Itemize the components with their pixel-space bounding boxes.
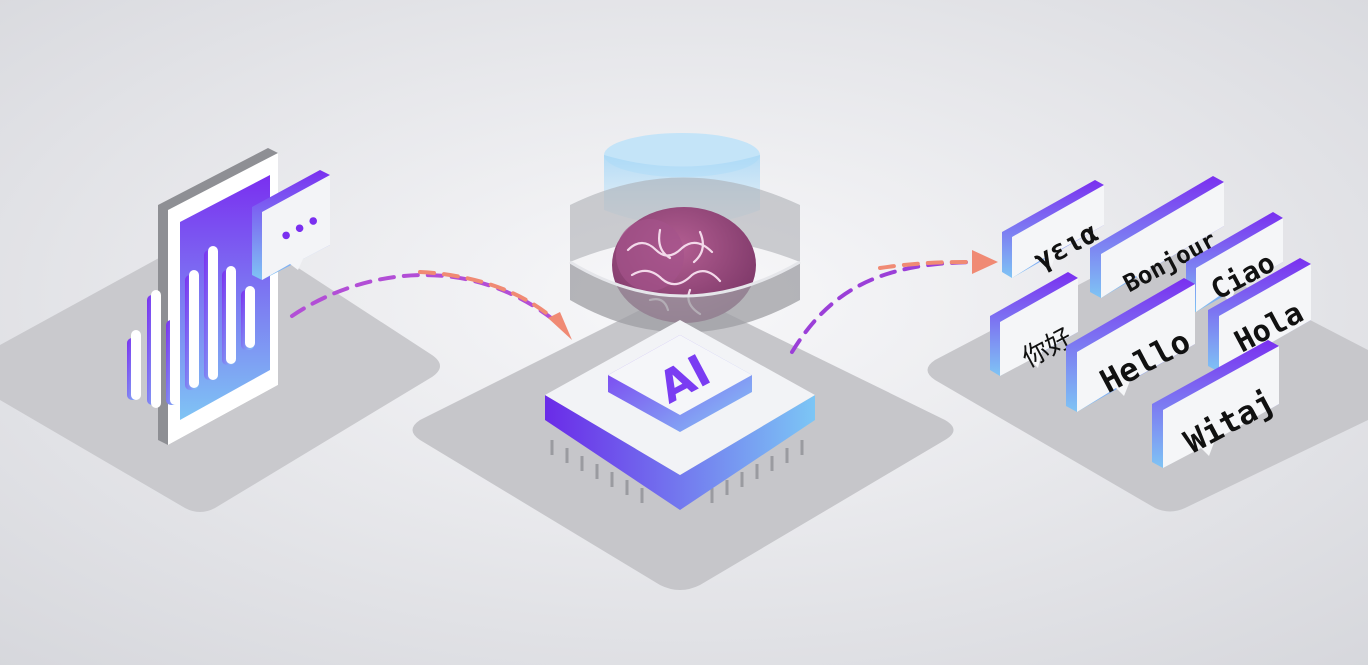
arrow-phone-to-ai-tail [418,270,562,327]
arrow-head-left [548,312,572,340]
chat-bubble-ellipsis-icon: ••• [252,170,330,280]
translation-bubble-greek: γεια [1002,180,1104,278]
brain-icon [569,133,801,333]
sound-wave-bars [127,246,255,408]
ai-chip-icon: AI [545,320,815,510]
translation-bubbles: γεια Bonjour Ciao 你好 Hello [990,176,1311,468]
arrow-ai-to-translations-tail [878,260,982,270]
arrow-head-right [972,250,998,274]
arrow-ai-to-translations [790,260,982,354]
chip-pins [550,440,804,503]
phone-with-sound-wave-icon [127,148,278,445]
